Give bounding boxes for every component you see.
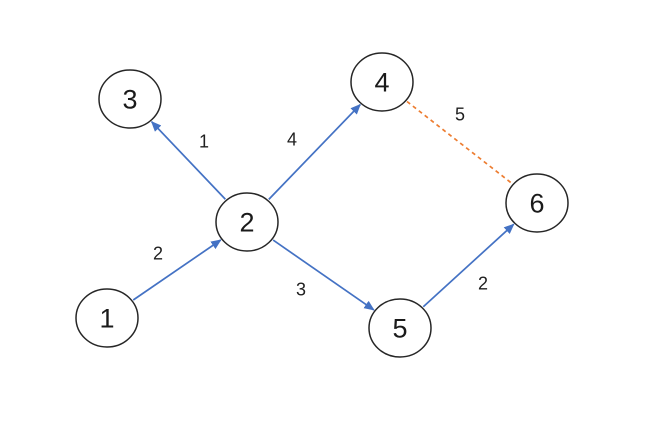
edge-1-2-weight: 2 xyxy=(153,243,163,263)
edge-2-3-weight: 1 xyxy=(199,131,209,151)
edge-2-5-line xyxy=(272,239,375,311)
edge-1-2-line xyxy=(132,239,222,301)
node-5-label: 5 xyxy=(392,313,407,343)
node-2: 2 xyxy=(215,192,279,252)
edge-2-4-weight: 4 xyxy=(287,129,297,149)
node-1: 1 xyxy=(75,288,139,348)
edge-2-3-line xyxy=(150,121,226,200)
node-5: 5 xyxy=(368,298,432,358)
node-5-circle xyxy=(368,298,432,358)
edge-4-6-weight: 5 xyxy=(455,104,465,124)
node-2-label: 2 xyxy=(239,207,254,237)
edge-2-4-line xyxy=(268,103,361,200)
node-6: 6 xyxy=(505,173,569,233)
node-1-circle xyxy=(75,288,139,348)
node-6-label: 6 xyxy=(529,188,544,218)
node-2-circle xyxy=(215,192,279,252)
node-3: 3 xyxy=(98,69,162,129)
node-6-circle xyxy=(505,173,569,233)
node-4: 4 xyxy=(350,52,414,112)
node-4-circle xyxy=(350,52,414,112)
node-3-label: 3 xyxy=(122,84,137,114)
node-3-circle xyxy=(98,69,162,129)
node-1-label: 1 xyxy=(99,303,114,333)
node-4-label: 4 xyxy=(374,67,389,97)
edge-5-6-weight: 2 xyxy=(478,273,488,293)
edge-5-6-line xyxy=(422,223,515,308)
edge-2-5-weight: 3 xyxy=(296,279,306,299)
